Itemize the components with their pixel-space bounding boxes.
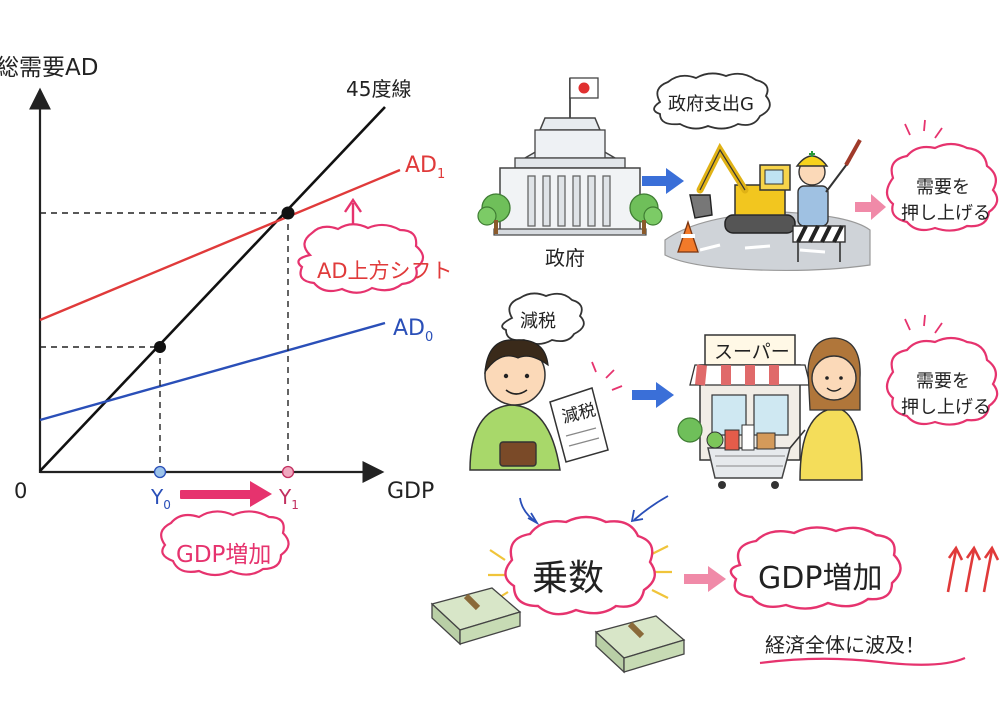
- excite-marks-middle: [904, 314, 943, 334]
- demand-push-top-line2: 押し上げる: [901, 203, 991, 224]
- government-label: 政府: [545, 246, 585, 270]
- y1-marker: [281, 465, 295, 479]
- wallet: [499, 441, 537, 467]
- demand-push-middle-line1: 需要を: [916, 371, 970, 392]
- tax-cut-paper: 減税: [549, 387, 609, 463]
- tax-cut-bubble: 減税: [501, 292, 585, 345]
- equilibrium-point-0: [154, 341, 166, 353]
- shopping-cart: [706, 424, 791, 489]
- tax-cut-to-store-arrow: [632, 382, 674, 408]
- demand-push-middle-line2: 押し上げる: [901, 397, 991, 418]
- gov-spending-bubble: 政府支出G: [653, 72, 771, 130]
- ad1-line: [39, 168, 401, 322]
- demand-push-cloud-middle: 需要を 押し上げる: [885, 336, 999, 426]
- multiplier-row: 乗数 GDP増加: [430, 495, 1000, 674]
- construction-scene: [664, 139, 871, 272]
- construction-worker: [795, 139, 862, 227]
- gov-to-construction-arrow: [642, 168, 684, 194]
- gov-spending-text: 政府支出G: [668, 94, 754, 115]
- demand-push-cloud-top: 需要を 押し上げる: [885, 142, 999, 232]
- y-axis-label: 総需要AD: [0, 55, 98, 81]
- multiplier-cloud: 乗数: [504, 515, 656, 616]
- ripple-underline: [759, 656, 966, 666]
- gdp-increase-cloud-right: GDP増加: [729, 526, 902, 610]
- government-spending-row: 政府 政府支出G: [477, 72, 999, 272]
- construction-to-demand-arrow: [855, 194, 886, 220]
- x-axis-label: GDP: [387, 479, 434, 504]
- gdp-increase-text-right: GDP増加: [758, 561, 882, 596]
- ad1-label: AD1: [405, 153, 445, 182]
- y0-label: Y0: [150, 485, 171, 512]
- equilibrium-guides: [40, 212, 289, 471]
- money-stack-right: [594, 615, 686, 674]
- ad0-line: [39, 321, 386, 422]
- excite-marks-top: [904, 119, 943, 139]
- y0-marker: [153, 465, 167, 479]
- gdp-increase-text-left: GDP増加: [176, 542, 271, 568]
- y1-label: Y1: [278, 485, 299, 512]
- multiplier-text: 乗数: [532, 558, 604, 599]
- demand-push-top-line1: 需要を: [916, 177, 970, 198]
- ad-shift-cloud: AD上方シフト: [297, 223, 453, 294]
- ad0-label: AD0: [393, 316, 433, 345]
- barricade: [792, 225, 846, 262]
- tax-cut-bubble-text: 減税: [520, 311, 556, 332]
- rise-arrows: [946, 545, 1000, 593]
- line-45-label: 45度線: [346, 77, 411, 101]
- store-sign-text: スーパー: [714, 341, 790, 363]
- y-shift-arrow: [180, 481, 272, 507]
- multiplier-to-gdp-arrow: [684, 566, 726, 592]
- converge-arrows: [519, 495, 669, 526]
- government-building: [477, 77, 663, 236]
- keynesian-cross-graph: 総需要AD GDP 0 45度線 AD1 AD0 Y0 Y1: [0, 55, 453, 577]
- man-with-tax-cut: 減税: [469, 339, 623, 471]
- tax-cut-row: 減税 減税: [469, 292, 999, 489]
- ad-shift-text: AD上方シフト: [317, 259, 453, 283]
- origin-label: 0: [14, 479, 27, 503]
- gdp-increase-cloud-left: GDP増加: [160, 510, 290, 577]
- money-stack-left: [430, 587, 522, 646]
- store-awning: [689, 364, 811, 386]
- supermarket: スーパー: [677, 334, 863, 489]
- line-45-degree: [39, 106, 386, 472]
- store-sign: [704, 334, 796, 366]
- shopper-woman: [789, 337, 863, 481]
- excavator-track: [724, 214, 796, 234]
- ripple-text: 経済全体に波及！: [765, 633, 925, 657]
- equilibrium-point-1: [281, 206, 295, 220]
